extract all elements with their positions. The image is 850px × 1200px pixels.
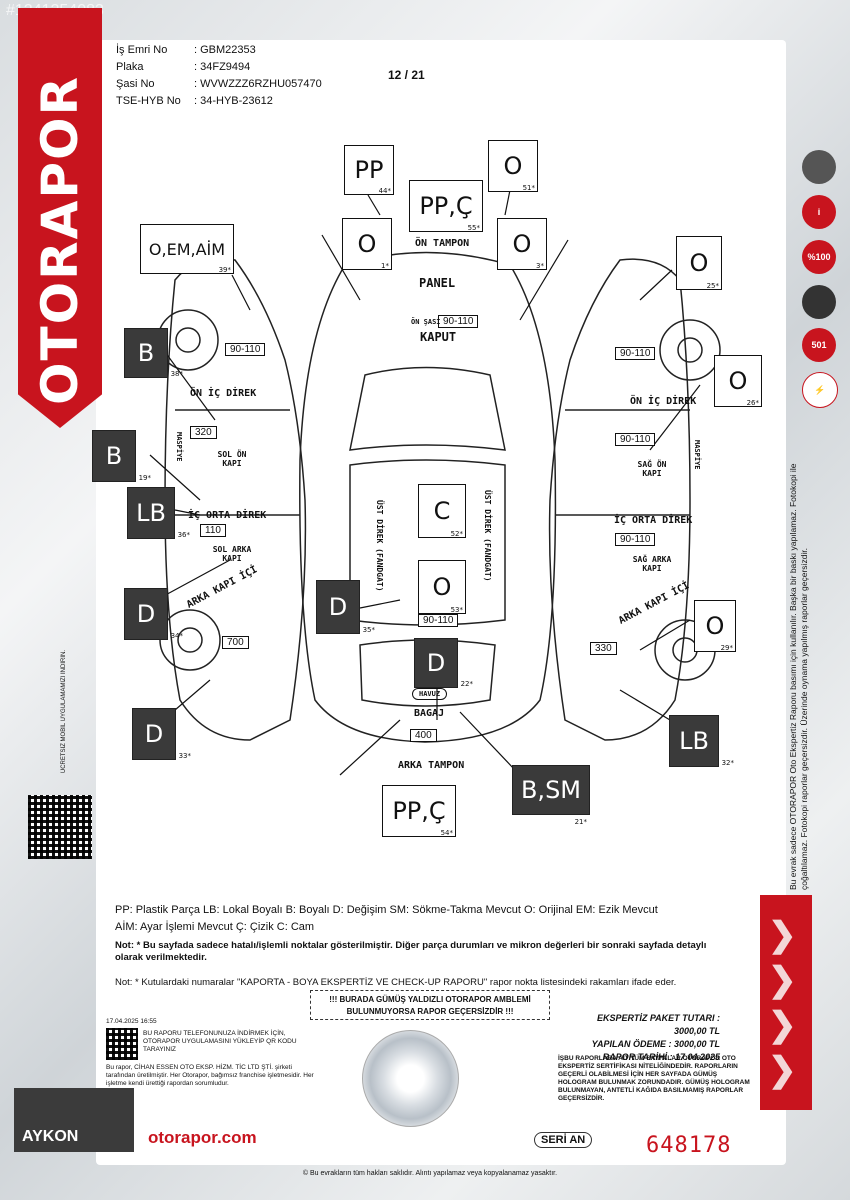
report-date: 17.04.2025 16:55 [106, 1018, 157, 1025]
measure-value: 90-110 [615, 347, 656, 360]
measure-value: 320 [190, 426, 217, 439]
label-maspiye-left: MASPİYE [175, 432, 183, 462]
label-bagaj: BAGAJ [414, 708, 445, 719]
label-panel: PANEL [419, 276, 456, 290]
label-maspiye-right: MASPİYE [693, 440, 701, 470]
measure-value: 700 [222, 636, 249, 649]
legend: PP: Plastik Parça LB: Lokal Boyalı B: Bo… [115, 904, 658, 933]
shield-badge [802, 285, 836, 319]
label-ic-orta-direk: İÇ ORTA DİREK [188, 510, 267, 521]
certificate-badge [802, 150, 836, 184]
chevron-decor: ❯ [768, 961, 797, 999]
franchise-text: Bu rapor, CİHAN ESSEN OTO EKSP. HİZM. Tİ… [106, 1064, 314, 1087]
app-download-text: BU RAPORU TELEFONUNUZA İNDİRMEK İÇİN, OT… [143, 1030, 297, 1053]
plaka-row: Plaka: 34FZ9494 [116, 61, 251, 73]
tse-row: TSE-HYB No: 34-HYB-23612 [116, 95, 273, 107]
label-on-ic-direk: ÖN İÇ DİREK [190, 388, 257, 399]
mobile-qr-code[interactable] [28, 795, 92, 859]
label-ust-direk-left: ÜST DİREK (FANDGAT) [375, 500, 384, 592]
pricing-block: EKSPERTİZ PAKET TUTARI : 3000,00 TL YAPI… [591, 1013, 720, 1062]
note-faulty-points: Not: * Bu sayfada sadece hatalı/işlemli … [115, 940, 707, 963]
is-emri-row: İş Emri No: GBM22353 [116, 44, 256, 56]
measure-value: 110 [200, 524, 226, 537]
info-badge: i [802, 195, 836, 229]
label-sol-on-kapi: SOL ÖN KAPI [217, 450, 247, 468]
label-on-sasi: ÖN ŞASİ [411, 318, 441, 326]
rights-text: İŞBU RAPORLARA AİT TÜM SAYFALAR OTORAPOR… [558, 1055, 750, 1102]
label-sol-arka-kapi: SOL ARKA KAPI [212, 545, 252, 563]
measure-value: 400 [410, 729, 437, 742]
note-box-numbers: Not: * Kutulardaki numaralar "KAPORTA - … [115, 977, 677, 988]
seri-badge: SERİ AN [534, 1132, 593, 1148]
measure-value: 330 [590, 642, 617, 655]
label-sag-on-kapi: SAĞ ÖN KAPI [637, 460, 667, 478]
label-ic-orta-direk-right: İÇ ORTA DİREK [614, 515, 693, 526]
dealer-logo: AYKON [14, 1088, 134, 1152]
chevron-decor: ❯ [768, 1006, 797, 1044]
label-on-ic-direk-right: ÖN İÇ DİREK [630, 396, 697, 407]
label-sag-arka-kapi: SAĞ ARKA KAPI [632, 555, 672, 573]
measure-value: 90-110 [615, 433, 656, 446]
label-on-tampon: ÖN TAMPON [415, 238, 470, 249]
page-number: 12 / 21 [388, 68, 425, 82]
label-arka-tampon: ARKA TAMPON [398, 760, 465, 771]
guarantee-badge: %100 [802, 240, 836, 274]
measure-value: 90-110 [225, 343, 266, 356]
mobile-app-text: ÜCRETSİZ MOBİL UYGULAMAMIZI İNDİRİN. [61, 650, 67, 774]
website-link[interactable]: otorapor.com [148, 1128, 257, 1147]
chevron-decor: ❯ [768, 916, 797, 954]
points-badge: 501 [802, 328, 836, 362]
measure-value: 90-110 [418, 614, 459, 627]
sasi-row: Şasi No: WVWZZZ6RZHU057470 [116, 78, 322, 90]
app-qr-code[interactable] [106, 1028, 138, 1060]
volt-badge: ⚡ [802, 372, 838, 408]
measure-value: 90-110 [438, 315, 479, 328]
hologram-emblem [362, 1030, 459, 1127]
serial-number: 648178 [646, 1133, 732, 1158]
vertical-disclaimer: Bu evrak sadece OTORAPOR Oto Ekspertiz R… [788, 463, 809, 890]
measure-value: 90-110 [615, 533, 656, 546]
decorative-ribbon [760, 895, 812, 1110]
chevron-decor: ❯ [768, 1051, 797, 1089]
brand-ribbon [18, 8, 102, 428]
label-kaput: KAPUT [420, 330, 457, 344]
label-havuz: HAVUZ [412, 688, 448, 700]
hologram-warning: !!! BURADA GÜMÜŞ YALDIZLI OTORAPOR AMBLE… [310, 990, 550, 1020]
label-ust-direk-right: ÜST DİREK (FANDGAT) [483, 490, 492, 582]
copyright-footer: © Bu evrakların tüm hakları saklıdır. Al… [302, 1170, 558, 1177]
